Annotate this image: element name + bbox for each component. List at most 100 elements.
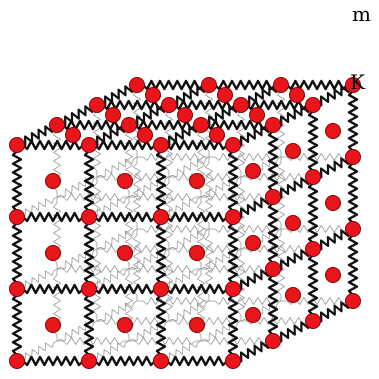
mass [345, 149, 361, 165]
inner-spring [96, 228, 138, 250]
outer-spring [232, 124, 274, 147]
inner-spring [16, 196, 58, 218]
mass [137, 127, 153, 143]
mass [265, 117, 281, 133]
outer-spring [232, 268, 274, 291]
mass [49, 117, 65, 133]
mass [305, 241, 321, 257]
inner-spring [133, 229, 141, 301]
inner-spring [200, 248, 242, 270]
outer-spring [97, 99, 169, 111]
outer-spring [89, 283, 161, 295]
mass [89, 97, 105, 113]
outer-spring [227, 289, 239, 361]
outer-spring [83, 145, 95, 217]
outer-spring [267, 197, 279, 269]
outer-spring [17, 355, 89, 367]
mass [153, 353, 169, 369]
mass [105, 107, 121, 123]
outer-spring [209, 79, 281, 91]
outer-spring [11, 145, 23, 217]
mass [289, 87, 305, 103]
outer-spring [11, 289, 23, 361]
mass [189, 317, 205, 333]
outer-spring [17, 211, 89, 223]
outer-spring [16, 124, 58, 147]
outer-spring [161, 355, 233, 367]
outer-spring [307, 249, 319, 321]
outer-spring [155, 217, 167, 289]
outer-spring [161, 211, 233, 223]
masses-layer [9, 77, 361, 369]
inner-spring [201, 265, 273, 273]
outer-spring [83, 217, 95, 289]
outer-spring [272, 104, 314, 127]
mass-label: m [352, 2, 371, 26]
inner-spring [137, 153, 209, 161]
mass [117, 173, 133, 189]
inner-spring [200, 320, 242, 342]
inner-spring [128, 176, 170, 198]
mass [81, 281, 97, 297]
mass [325, 267, 341, 283]
mass [233, 97, 249, 113]
inner-spring [137, 225, 209, 233]
inner-spring [205, 229, 213, 301]
inner-spring [97, 317, 169, 325]
mass [265, 189, 281, 205]
mass [265, 333, 281, 349]
inner-spring [169, 173, 241, 181]
outer-spring [89, 211, 161, 223]
mass [345, 293, 361, 309]
outer-spring [241, 99, 313, 111]
outer-spring [17, 283, 89, 295]
inner-spring [168, 300, 210, 322]
inner-spring [57, 193, 129, 201]
mass [305, 313, 321, 329]
inner-spring [88, 268, 130, 290]
outer-spring [83, 289, 95, 361]
mass [245, 307, 261, 323]
mass [193, 117, 209, 133]
inner-spring [16, 268, 58, 290]
mass [45, 317, 61, 333]
mass [45, 173, 61, 189]
mass [189, 245, 205, 261]
mass [245, 163, 261, 179]
mass [117, 317, 133, 333]
inner-spring [129, 337, 201, 345]
inner-spring [201, 193, 273, 201]
mass [9, 209, 25, 225]
mass [177, 107, 193, 123]
inner-spring [128, 248, 170, 270]
mass [305, 97, 321, 113]
inner-spring [169, 245, 241, 253]
outer-spring [267, 269, 279, 341]
mass [249, 107, 265, 123]
inner-spring [209, 153, 281, 161]
outer-spring [128, 104, 170, 127]
outer-spring [89, 139, 161, 151]
outer-spring [267, 125, 279, 197]
inner-spring [56, 320, 98, 342]
mass [145, 87, 161, 103]
outer-spring [200, 104, 242, 127]
outer-spring [129, 119, 201, 131]
inner-spring [209, 297, 281, 305]
outer-spring [161, 139, 233, 151]
mass [129, 77, 145, 93]
mass [217, 87, 233, 103]
inner-spring [16, 340, 58, 362]
mass [65, 127, 81, 143]
mass [345, 77, 361, 93]
inner-spring [96, 300, 138, 322]
mass [225, 353, 241, 369]
outer-springs-layer [11, 79, 359, 367]
outer-spring [160, 124, 202, 147]
mass [225, 137, 241, 153]
mass [81, 353, 97, 369]
outer-spring [307, 105, 319, 177]
inner-spring [205, 157, 213, 229]
mass [45, 245, 61, 261]
